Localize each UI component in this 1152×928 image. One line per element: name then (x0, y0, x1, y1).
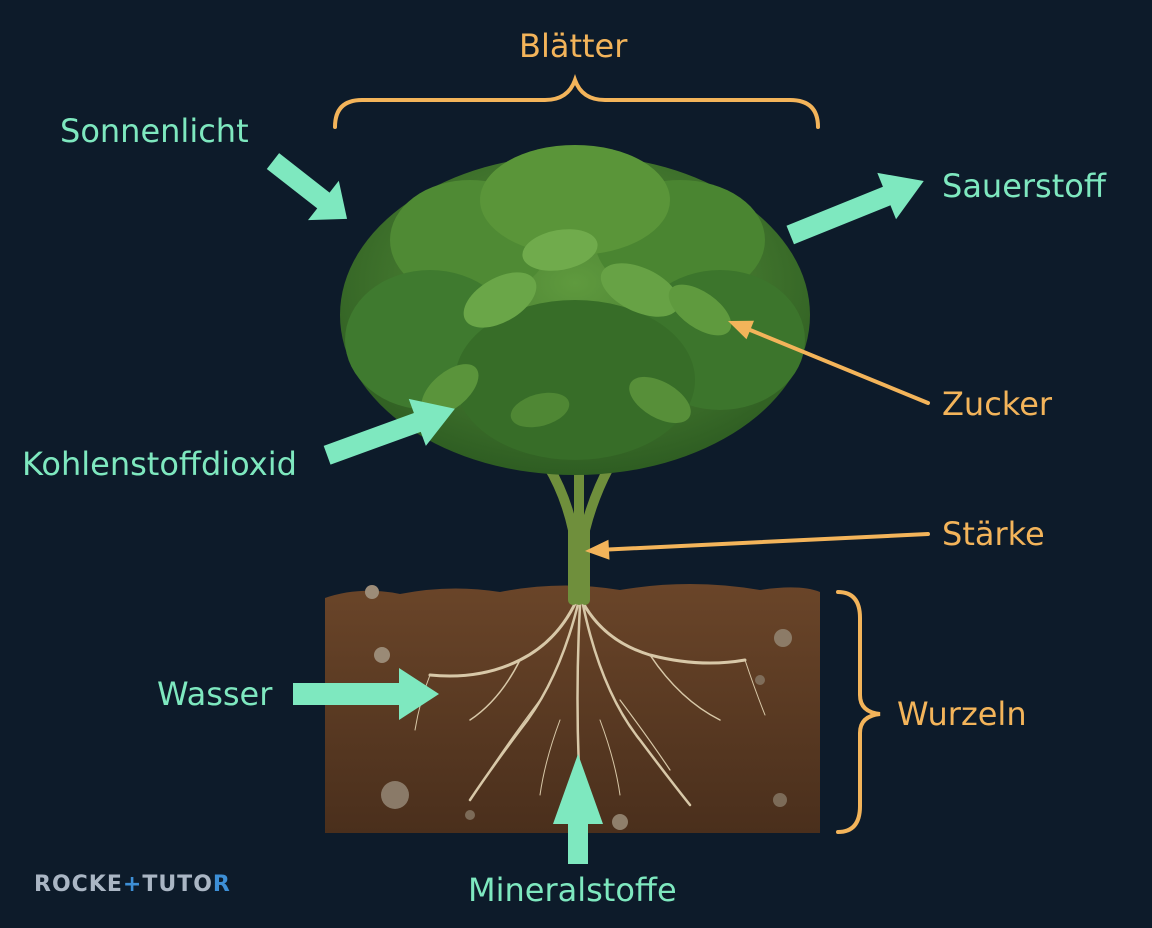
leaves-bracket (333, 73, 820, 129)
minerals-arrow-icon (553, 754, 603, 864)
minerals-label: Mineralstoffe (468, 871, 677, 909)
sugar-pointer-line (736, 323, 930, 405)
leaves-label: Blätter (519, 27, 628, 65)
logo-plus: + (122, 872, 143, 897)
oxygen-label: Sauerstoff (942, 167, 1106, 205)
sunlight-arrow-icon (266, 153, 348, 221)
co2-label: Kohlenstoffdioxid (22, 445, 297, 483)
roots-label: Wurzeln (897, 695, 1027, 733)
co2-arrow-icon (323, 398, 455, 465)
logo-text-1: ROCKE (34, 872, 123, 897)
sugar-pointer-icon (728, 320, 754, 340)
oxygen-arrow-icon (786, 172, 924, 245)
sunlight-label: Sonnenlicht (60, 112, 249, 150)
starch-label: Stärke (942, 515, 1045, 553)
water-arrow-icon (293, 668, 439, 720)
sugar-label: Zucker (942, 385, 1053, 423)
logo-r: R (212, 872, 231, 897)
starch-pointer-line (596, 532, 930, 552)
starch-pointer-icon (585, 539, 610, 560)
water-label: Wasser (157, 675, 273, 713)
roots-bracket (836, 590, 881, 834)
foliage (340, 145, 810, 475)
brand-logo: ROCKE+TUTOR (34, 872, 231, 897)
soil-block (325, 584, 820, 833)
logo-text-2: TUTO (142, 872, 213, 897)
